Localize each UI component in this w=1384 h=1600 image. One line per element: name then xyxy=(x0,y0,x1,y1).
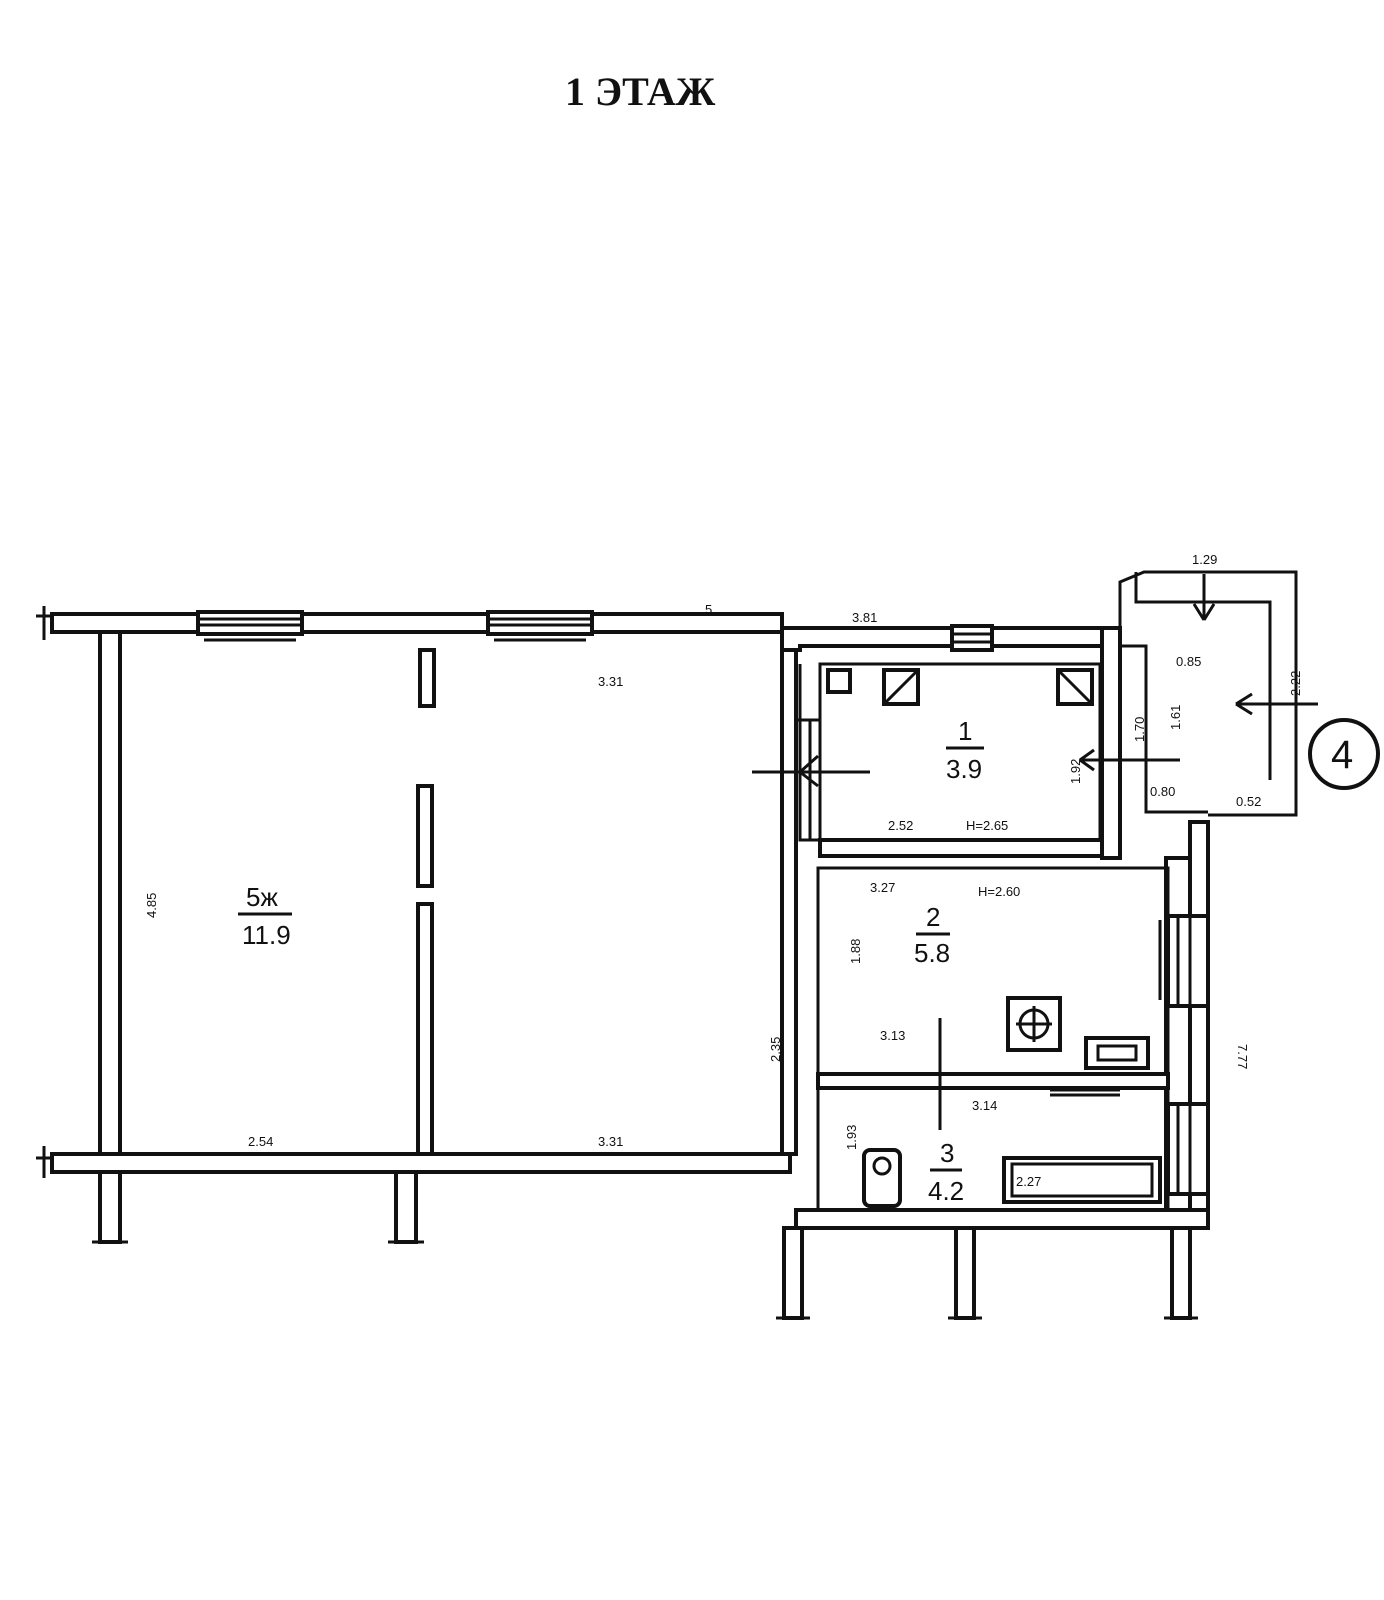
room-3-number: 3 xyxy=(940,1138,954,1168)
dim-label: 3.81 xyxy=(852,610,877,625)
dim-label: 2.22 xyxy=(1288,671,1303,696)
vent-duct-icon xyxy=(826,668,852,694)
dim-label: 3.27 xyxy=(870,880,895,895)
dim-label: 2.27 xyxy=(1016,1174,1041,1189)
dim-label: 0.80 xyxy=(1150,784,1175,799)
dim-label: 2.35 xyxy=(768,1037,783,1062)
room-1-number: 1 xyxy=(958,716,972,746)
dim-label: 1.92 xyxy=(1068,759,1083,784)
floor-title: 1 ЭТАЖ xyxy=(565,69,716,114)
dim-label: 3.31 xyxy=(598,674,623,689)
dim-label: 1.29 xyxy=(1192,552,1217,567)
dim-label: 2.52 xyxy=(888,818,913,833)
dim-label: H=2.60 xyxy=(978,884,1020,899)
room-2-area: 5.8 xyxy=(914,938,950,968)
dim-label: 7.77 xyxy=(1235,1044,1250,1069)
dim-label: 5 xyxy=(705,602,712,617)
room-1-area: 3.9 xyxy=(946,754,982,784)
dim-label: 1.61 xyxy=(1168,705,1183,730)
dim-label: 0.52 xyxy=(1236,794,1261,809)
fixtures xyxy=(826,668,1162,1208)
room-marker: 4 xyxy=(1308,718,1380,790)
dim-label: 0.85 xyxy=(1176,654,1201,669)
dimension-labels: 5 3.81 3.31 4.85 2.54 3.31 2.35 2.52 H=2… xyxy=(144,552,1303,1189)
interior-walls xyxy=(416,648,1170,1212)
room-5-area: 11.9 xyxy=(242,920,291,950)
dim-label: 3.14 xyxy=(972,1098,997,1113)
room-labels: 5ж 11.9 1 3.9 2 5.8 3 4.2 xyxy=(238,716,984,1206)
room-5-number: 5ж xyxy=(246,882,278,912)
room-marker-label: 4 xyxy=(1331,733,1353,777)
dim-label: 1.70 xyxy=(1132,717,1147,742)
dim-label: 3.13 xyxy=(880,1028,905,1043)
exterior-walls xyxy=(36,570,1298,1320)
sink-icon xyxy=(1084,1036,1150,1070)
dim-label: 3.31 xyxy=(598,1134,623,1149)
windows xyxy=(196,610,1210,1196)
dim-label: 4.85 xyxy=(144,893,159,918)
room-3-area: 4.2 xyxy=(928,1176,964,1206)
dim-label: 1.88 xyxy=(848,939,863,964)
dim-label: 2.54 xyxy=(248,1134,273,1149)
room-2-number: 2 xyxy=(926,902,940,932)
dim-label: H=2.65 xyxy=(966,818,1008,833)
annotation-lines xyxy=(752,574,1318,1130)
dim-label: 1.93 xyxy=(844,1125,859,1150)
